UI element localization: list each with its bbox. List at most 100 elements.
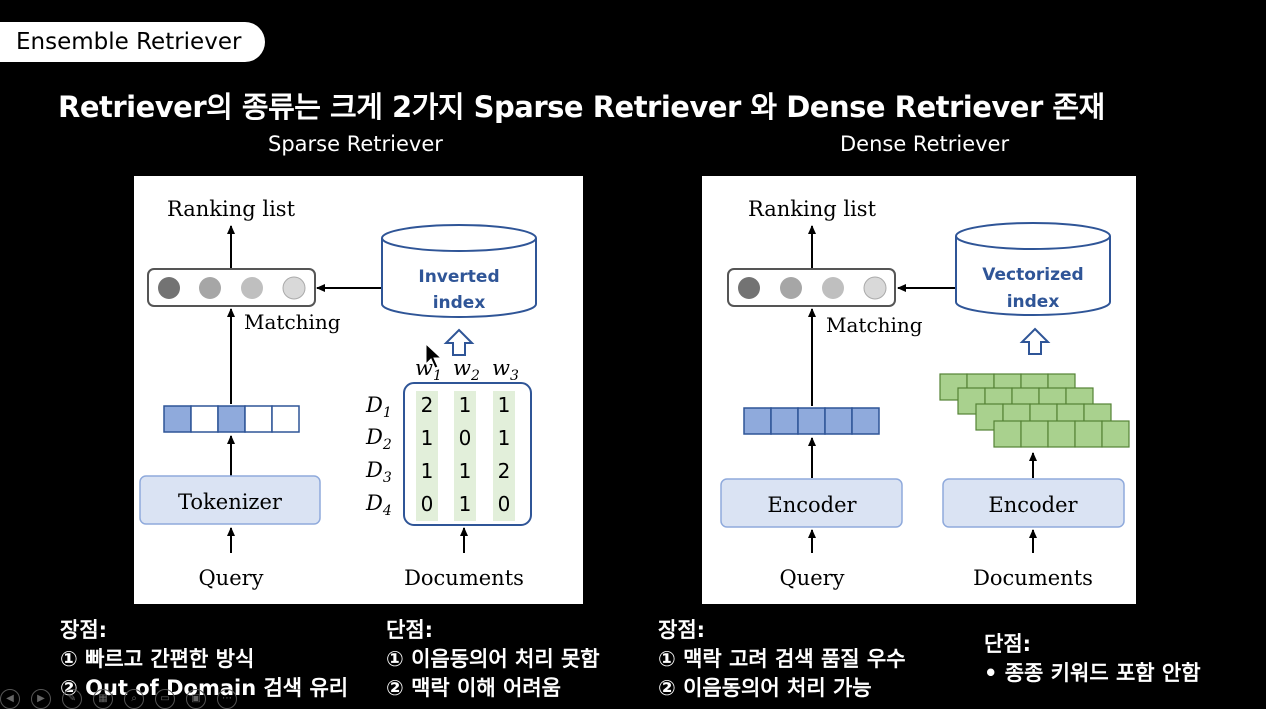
sparse-cons-item-1: ① 이음동의어 처리 못함 xyxy=(386,647,600,671)
sparse-row-label-3: D3 xyxy=(365,458,392,486)
dense-query-cell xyxy=(824,407,853,435)
dense-pros-item-2: ② 이음동의어 처리 가능 xyxy=(658,676,872,700)
dense-query-cell xyxy=(743,407,772,435)
sparse-index-label-2: index xyxy=(433,293,486,313)
dense-ranking-box xyxy=(727,268,896,307)
dense-query-label: Query xyxy=(779,566,844,590)
sparse-cell: 0 xyxy=(498,492,511,516)
dense-rank-dot-2 xyxy=(780,277,802,299)
slides-grid-icon[interactable]: ▦ xyxy=(93,689,113,709)
sparse-cell: 0 xyxy=(459,426,472,450)
sparse-rank-dot-3 xyxy=(241,277,263,299)
zoom-icon[interactable]: ⌕ xyxy=(124,689,144,709)
dense-title: Dense Retriever xyxy=(840,132,1010,156)
dense-index-label-2: index xyxy=(1007,292,1060,312)
dense-pros: 장점: ① 맥락 고려 검색 품질 우수 ② 이음동의어 처리 가능 xyxy=(658,616,906,703)
mouse-cursor-icon xyxy=(425,342,443,369)
dense-document-vectors xyxy=(939,373,1130,448)
sparse-tokenizer-label: Tokenizer xyxy=(178,490,283,514)
sparse-token-cell xyxy=(217,405,246,433)
sparse-documents-label: Documents xyxy=(404,566,524,590)
camera-icon[interactable]: ▣ xyxy=(186,689,206,709)
dense-cons-item-1: • 종종 키워드 포함 안함 xyxy=(984,661,1201,685)
sparse-token-cell xyxy=(163,405,192,433)
dense-pros-title: 장점: xyxy=(658,618,706,642)
dense-index-label-1: Vectorized xyxy=(982,265,1083,285)
sparse-cell: 1 xyxy=(421,426,434,450)
sparse-cell: 1 xyxy=(498,393,511,417)
sparse-matrix-col-3 xyxy=(493,391,515,521)
dense-doc-encoder-label: Encoder xyxy=(988,493,1078,517)
sparse-row-label-1: D1 xyxy=(365,393,392,421)
dense-doc-vector-cell xyxy=(993,420,1022,448)
sparse-cons-item-2: ② 맥락 이해 어려움 xyxy=(386,676,561,700)
sparse-title: Sparse Retriever xyxy=(268,132,443,156)
pen-icon[interactable]: ✎ xyxy=(62,689,82,709)
sparse-col-header-3: w3 xyxy=(492,356,519,384)
dense-diagram-svg: Ranking list Matching Vectorized index E… xyxy=(720,197,1130,590)
dense-index-cylinder xyxy=(955,236,1111,316)
prev-slide-icon[interactable]: ◀ xyxy=(0,689,20,709)
section-pill: Ensemble Retriever xyxy=(0,22,265,62)
dense-documents-label: Documents xyxy=(973,566,1093,590)
dense-pros-item-1: ① 맥락 고려 검색 품질 우수 xyxy=(658,647,906,671)
dense-query-vector xyxy=(743,407,880,435)
sparse-cons: 단점: ① 이음동의어 처리 못함 ② 맥락 이해 어려움 xyxy=(386,616,600,703)
sparse-row-labels: D1 D2 D3 D4 xyxy=(365,393,392,519)
dense-query-cell xyxy=(770,407,799,435)
dense-query-encoder-label: Encoder xyxy=(767,493,857,517)
dense-query-cell xyxy=(851,407,880,435)
sparse-matching-label: Matching xyxy=(244,310,341,334)
sparse-cell: 1 xyxy=(421,459,434,483)
sparse-cell: 2 xyxy=(498,459,511,483)
sparse-rank-dot-1 xyxy=(158,277,180,299)
sparse-rank-dot-2 xyxy=(199,277,221,299)
sparse-row-label-2: D2 xyxy=(365,425,392,453)
dense-doc-vector-cell xyxy=(1047,420,1076,448)
dense-rank-dot-1 xyxy=(738,277,760,299)
dense-rank-dot-3 xyxy=(822,277,844,299)
sparse-ranking-box xyxy=(147,268,316,307)
dense-doc-vector-cell xyxy=(1074,420,1103,448)
dense-diagram: Ranking list Matching Vectorized index E… xyxy=(702,176,1136,604)
next-slide-icon[interactable]: ▶ xyxy=(31,689,51,709)
sparse-token-cell xyxy=(190,405,219,433)
sparse-matrix-values: 2 1 1 1 0 1 1 1 2 0 1 0 xyxy=(421,393,511,516)
sparse-tokenizer-box xyxy=(139,475,321,525)
sparse-rank-dot-4 xyxy=(282,276,306,300)
sparse-cell: 2 xyxy=(421,393,434,417)
sparse-ranking-label: Ranking list xyxy=(167,197,296,221)
sparse-token-vector xyxy=(163,405,300,433)
dense-rank-dot-4 xyxy=(863,276,887,300)
sparse-token-cell xyxy=(271,405,300,433)
dense-ranking-label: Ranking list xyxy=(748,197,877,221)
sparse-diagram-svg: Ranking list Matching Inverted index w1 … xyxy=(139,197,537,590)
dense-doc-encoder-box xyxy=(942,478,1125,528)
screen-icon[interactable]: ▭ xyxy=(155,689,175,709)
dense-doc-vector-cell xyxy=(1020,420,1049,448)
more-options-icon[interactable]: ⋯ xyxy=(217,689,237,709)
sparse-index-up-arrow xyxy=(443,328,475,356)
sparse-matrix-col-2 xyxy=(454,391,476,521)
sparse-matrix-headers: w1 w2 w3 xyxy=(415,356,519,384)
sparse-token-cell xyxy=(244,405,273,433)
sparse-cell: 1 xyxy=(459,393,472,417)
dense-index-up-arrow xyxy=(1019,327,1051,355)
dense-query-encoder-box xyxy=(720,478,903,528)
slideshow-controls: ◀ ▶ ✎ ▦ ⌕ ▭ ▣ ⋯ xyxy=(0,687,240,709)
dense-query-cell xyxy=(797,407,826,435)
sparse-index-label-1: Inverted xyxy=(418,267,499,287)
sparse-index-cylinder-top xyxy=(381,224,537,252)
sparse-col-header-2: w2 xyxy=(453,356,480,384)
sparse-matrix-col-1 xyxy=(416,391,438,521)
sparse-pros-title: 장점: xyxy=(60,618,108,642)
sparse-cons-title: 단점: xyxy=(386,618,434,642)
sparse-cell: 1 xyxy=(498,426,511,450)
sparse-row-label-4: D4 xyxy=(365,491,392,519)
sparse-pros-item-1: ① 빠르고 간편한 방식 xyxy=(60,647,255,671)
dense-matching-label: Matching xyxy=(826,313,923,337)
sparse-cell: 1 xyxy=(459,492,472,516)
dense-cons-title: 단점: xyxy=(984,632,1032,656)
dense-cons: 단점: • 종종 키워드 포함 안함 xyxy=(984,630,1201,688)
section-pill-label: Ensemble Retriever xyxy=(16,29,242,55)
